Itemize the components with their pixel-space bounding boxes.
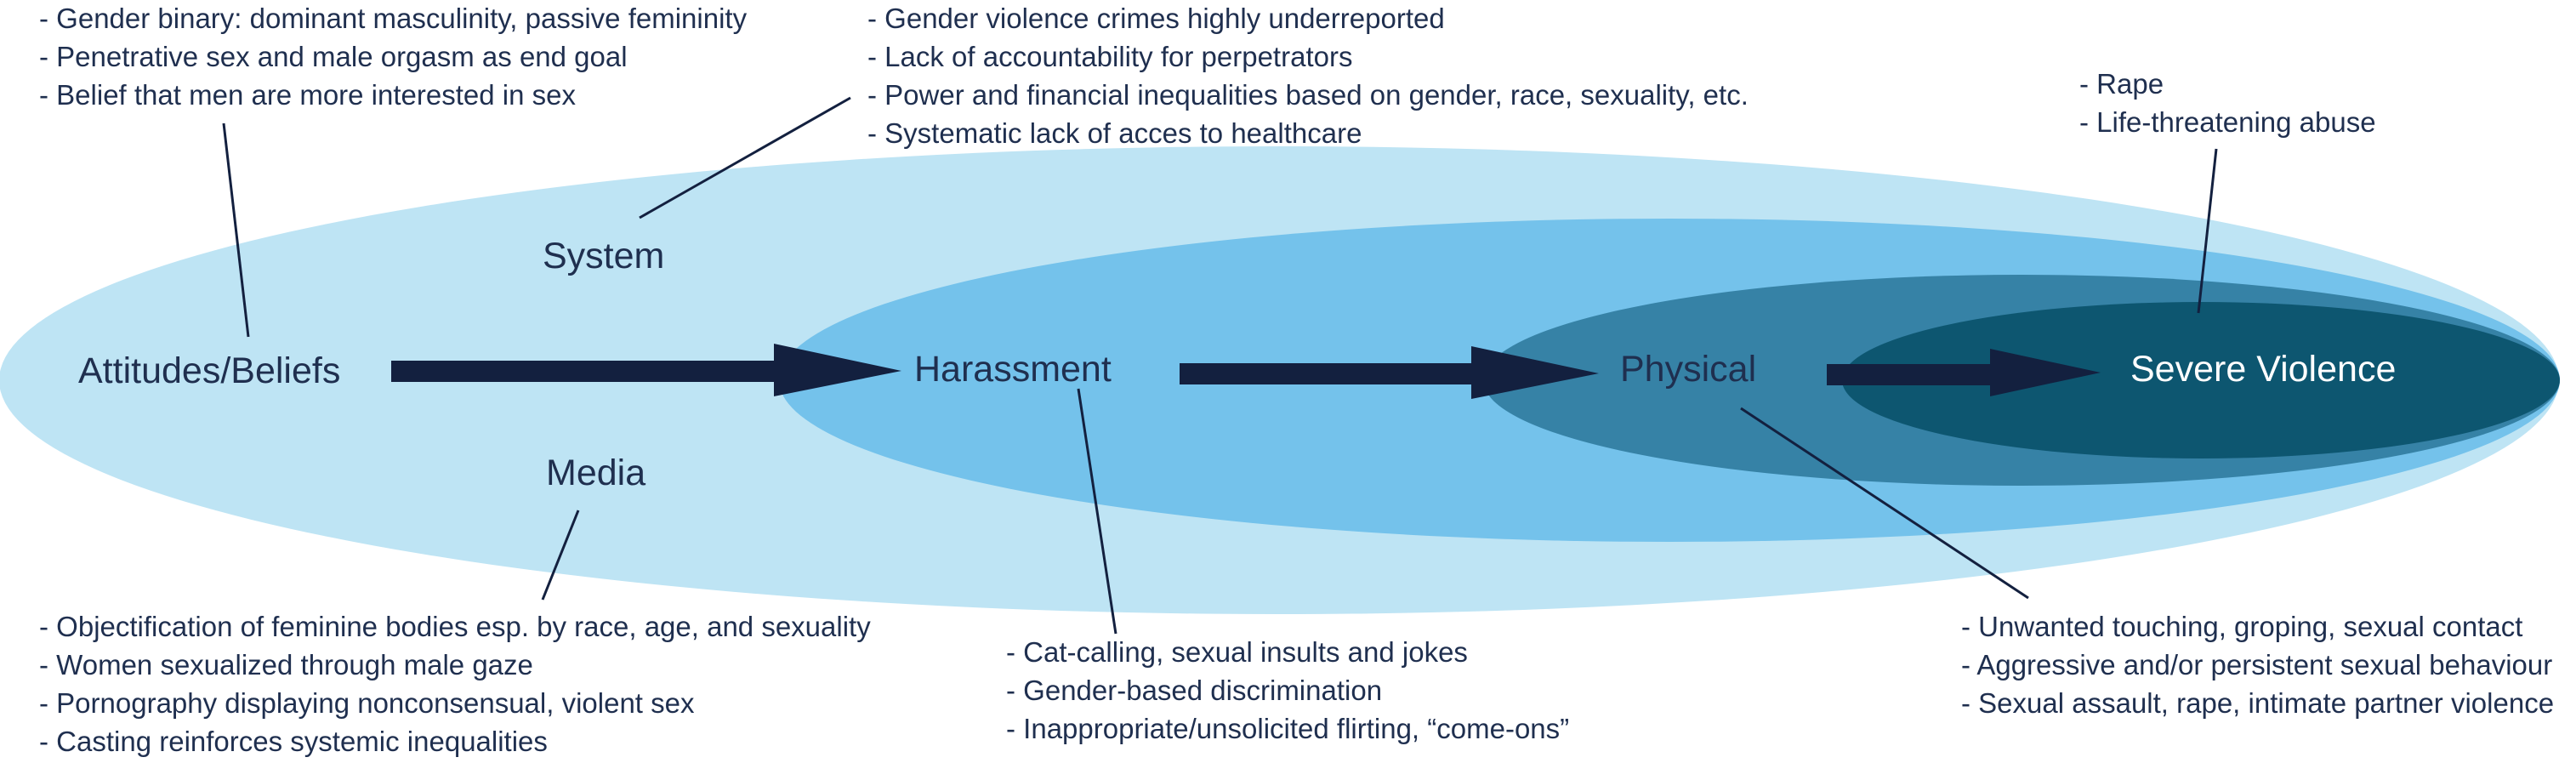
annotation-media: Objectification of feminine bodies esp. … [39,607,871,760]
arrow-attitudes-to-harassment [391,344,901,396]
annotation-severe-violence: Rape Life-threatening abuse [2079,65,2376,141]
annotation-item: Life-threatening abuse [2079,103,2375,141]
leader-line-physical [1740,407,2029,600]
annotation-item: Gender violence crimes highly underrepor… [867,0,1749,37]
ellipse-severe [1842,302,2560,458]
annotation-item: Penetrative sex and male orgasm as end g… [39,37,747,76]
annotation-item: Belief that men are more interested in s… [39,76,747,114]
annotation-system: Gender violence crimes highly underrepor… [867,0,1749,152]
leader-line-system [639,96,851,219]
leader-line-media [541,510,580,601]
node-label-attitudes: Attitudes/Beliefs [78,350,340,391]
annotation-item: Sexual assault, rape, intimate partner v… [1961,684,2554,722]
node-label-media: Media [546,453,645,493]
annotation-item: Inappropriate/unsolicited flirting, “com… [1006,709,1569,748]
annotation-physical: Unwanted touching, groping, sexual conta… [1961,607,2554,722]
annotation-item: Gender-based discrimination [1006,671,1569,709]
arrow-harassment-to-physical [1180,346,1599,399]
annotation-item: Gender binary: dominant masculinity, pas… [39,0,747,37]
leader-line-severe [2197,148,2218,314]
leader-line-harassment [1077,388,1117,635]
annotation-item: Pornography displaying nonconsensual, vi… [39,684,871,722]
annotation-item: Unwanted touching, groping, sexual conta… [1961,607,2554,646]
arrow-physical-to-severe [1827,349,2101,396]
annotation-item: Rape [2079,65,2376,103]
node-label-harassment: Harassment [914,349,1112,390]
annotation-item: Women sexualized through male gaze [39,646,871,684]
annotation-item: Power and financial inequalities based o… [867,76,1749,114]
leader-line-attitudes [222,122,250,338]
annotation-item: Casting reinforces systemic inequalities [39,722,871,760]
annotation-attitudes: Gender binary: dominant masculinity, pas… [39,0,747,114]
annotation-item: Lack of accountability for perpetrators [867,37,1749,76]
annotation-item: Aggressive and/or persistent sexual beha… [1961,646,2554,684]
annotation-item: Cat-calling, sexual insults and jokes [1006,633,1569,671]
node-label-severe-violence: Severe Violence [2130,349,2396,390]
annotation-harassment: Cat-calling, sexual insults and jokes Ge… [1006,633,1569,748]
annotation-item: Systematic lack of acces to healthcare [867,114,1749,152]
annotation-item: Objectification of feminine bodies esp. … [39,607,871,646]
node-label-physical: Physical [1620,349,1756,390]
node-label-system: System [543,236,664,276]
